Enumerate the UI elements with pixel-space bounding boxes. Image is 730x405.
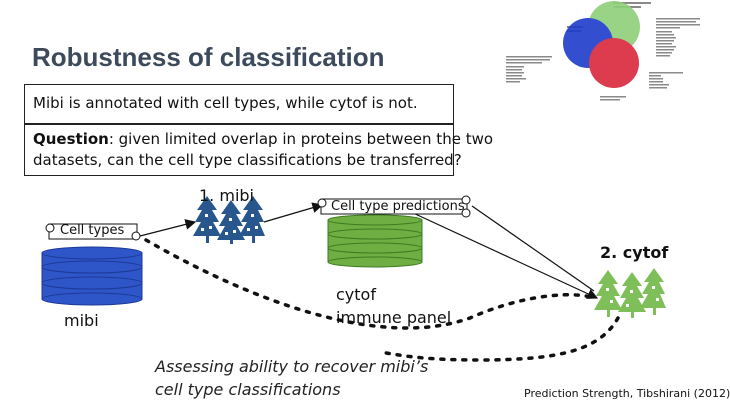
arrow-mibi-trees-to-predictions (263, 202, 324, 223)
question-text-1: : given limited overlap in proteins betw… (108, 130, 494, 148)
question-line-1: Question: given limited overlap in prote… (33, 130, 493, 148)
venn-red-circle (589, 38, 639, 88)
mibi-database-label: mibi (64, 311, 99, 330)
question-label: Question (33, 130, 109, 148)
question-text-2: datasets, can the cell type classificati… (33, 151, 462, 169)
mibi-database-stack-icon (41, 246, 143, 306)
statement-text: Mibi is annotated with cell types, while… (33, 94, 418, 112)
scroll-banner-icon (45, 223, 141, 241)
cytof-panel-label-line-1: cytof (336, 285, 376, 304)
cytof-panel-label-line-2: immune panel (336, 308, 452, 327)
question-box: Question: given limited overlap in prote… (24, 124, 493, 176)
arrow-cytof-panel-to-predictions (397, 205, 599, 299)
cell-type-predictions-label: Cell type predictions (331, 199, 465, 214)
arrow-predictions-to-cytof-trees (471, 205, 595, 292)
slide-title: Robustness of classification (32, 42, 385, 72)
dotted-arrow-cytof-to-note (378, 316, 620, 362)
scroll-banner-icon (317, 195, 471, 218)
cytof-tree-group-icon (594, 268, 666, 318)
venn-diagram-text-lines (506, 2, 700, 101)
venn-diagram-icon (506, 1, 700, 101)
mibi-trees-label: 1. mibi (199, 186, 254, 205)
cytof-database-stack-icon (327, 214, 423, 268)
cytof-trees-label: 2. cytof (600, 243, 669, 262)
arrow-celltypes-to-mibi-trees (139, 219, 197, 237)
statement-box: Mibi is annotated with cell types, while… (24, 84, 454, 124)
cell-types-label: Cell types (60, 223, 125, 238)
assessment-note-line-2: cell type classifications (155, 380, 341, 399)
mibi-tree-group-icon (193, 196, 265, 244)
dotted-arrow-mibi-to-cytof (144, 238, 593, 330)
assessment-note-line-1: Assessing ability to recover mibi’s (155, 357, 429, 376)
citation: Prediction Strength, Tibshirani (2012) (524, 387, 730, 400)
